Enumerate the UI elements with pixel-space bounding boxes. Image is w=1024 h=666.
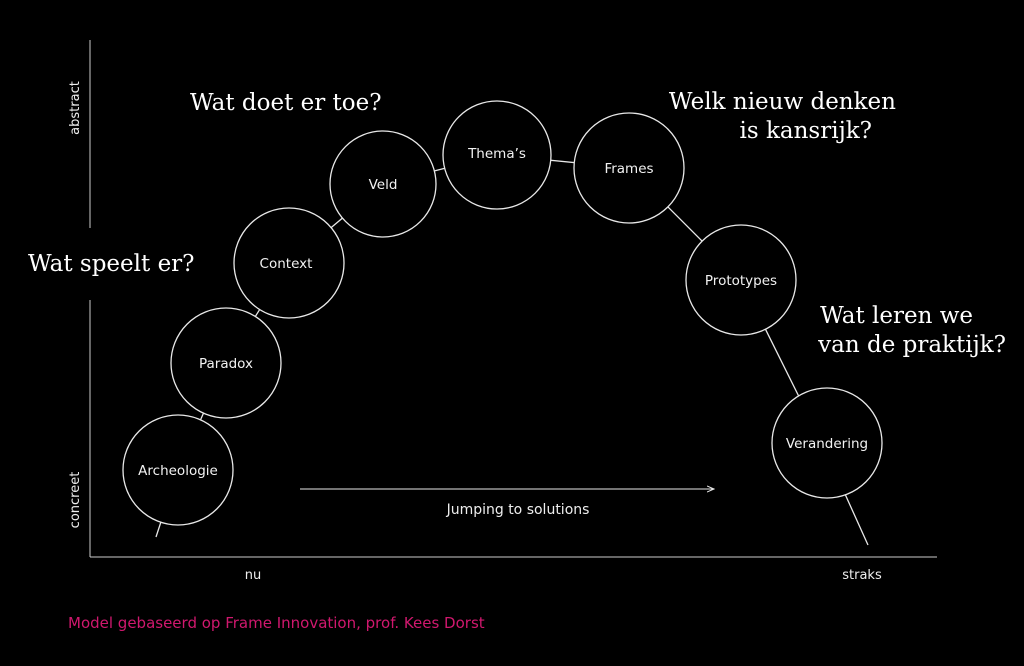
node-verandering: Verandering <box>771 387 883 499</box>
x-axis-label-right: straks <box>842 568 882 583</box>
node-frames: Frames <box>573 112 685 224</box>
node-label: Veld <box>369 177 398 193</box>
node-label: Verandering <box>786 436 868 452</box>
node-veld: Veld <box>329 130 437 238</box>
question-welk-nieuw-denken-2: is kansrijk? <box>740 118 873 144</box>
node-context: Context <box>233 207 345 319</box>
x-axis-label-left: nu <box>245 568 261 583</box>
node-label: Archeologie <box>138 463 218 479</box>
node-themas: Thema’s <box>442 100 552 210</box>
arrow-label: Jumping to solutions <box>446 502 590 518</box>
node-label: Context <box>260 256 313 272</box>
question-wat-leren-we-2: van de praktijk? <box>817 332 1006 358</box>
node-label: Frames <box>604 161 653 177</box>
node-prototypes: Prototypes <box>685 224 797 336</box>
node-paradox: Paradox <box>170 307 282 419</box>
question-wat-speelt-er: Wat speelt er? <box>28 251 195 277</box>
node-label: Prototypes <box>705 273 777 289</box>
question-welk-nieuw-denken-1: Welk nieuw denken <box>669 89 896 115</box>
y-axis-label-top: abstract <box>68 81 83 135</box>
node-label: Thema’s <box>467 146 526 162</box>
credit-text: Model gebaseerd op Frame Innovation, pro… <box>68 614 485 632</box>
y-axis-label-bottom: concreet <box>68 472 83 529</box>
node-label: Paradox <box>199 356 253 372</box>
question-wat-doet-er-toe: Wat doet er toe? <box>190 90 382 116</box>
node-archeologie: Archeologie <box>122 414 234 526</box>
question-wat-leren-we-1: Wat leren we <box>820 303 973 329</box>
